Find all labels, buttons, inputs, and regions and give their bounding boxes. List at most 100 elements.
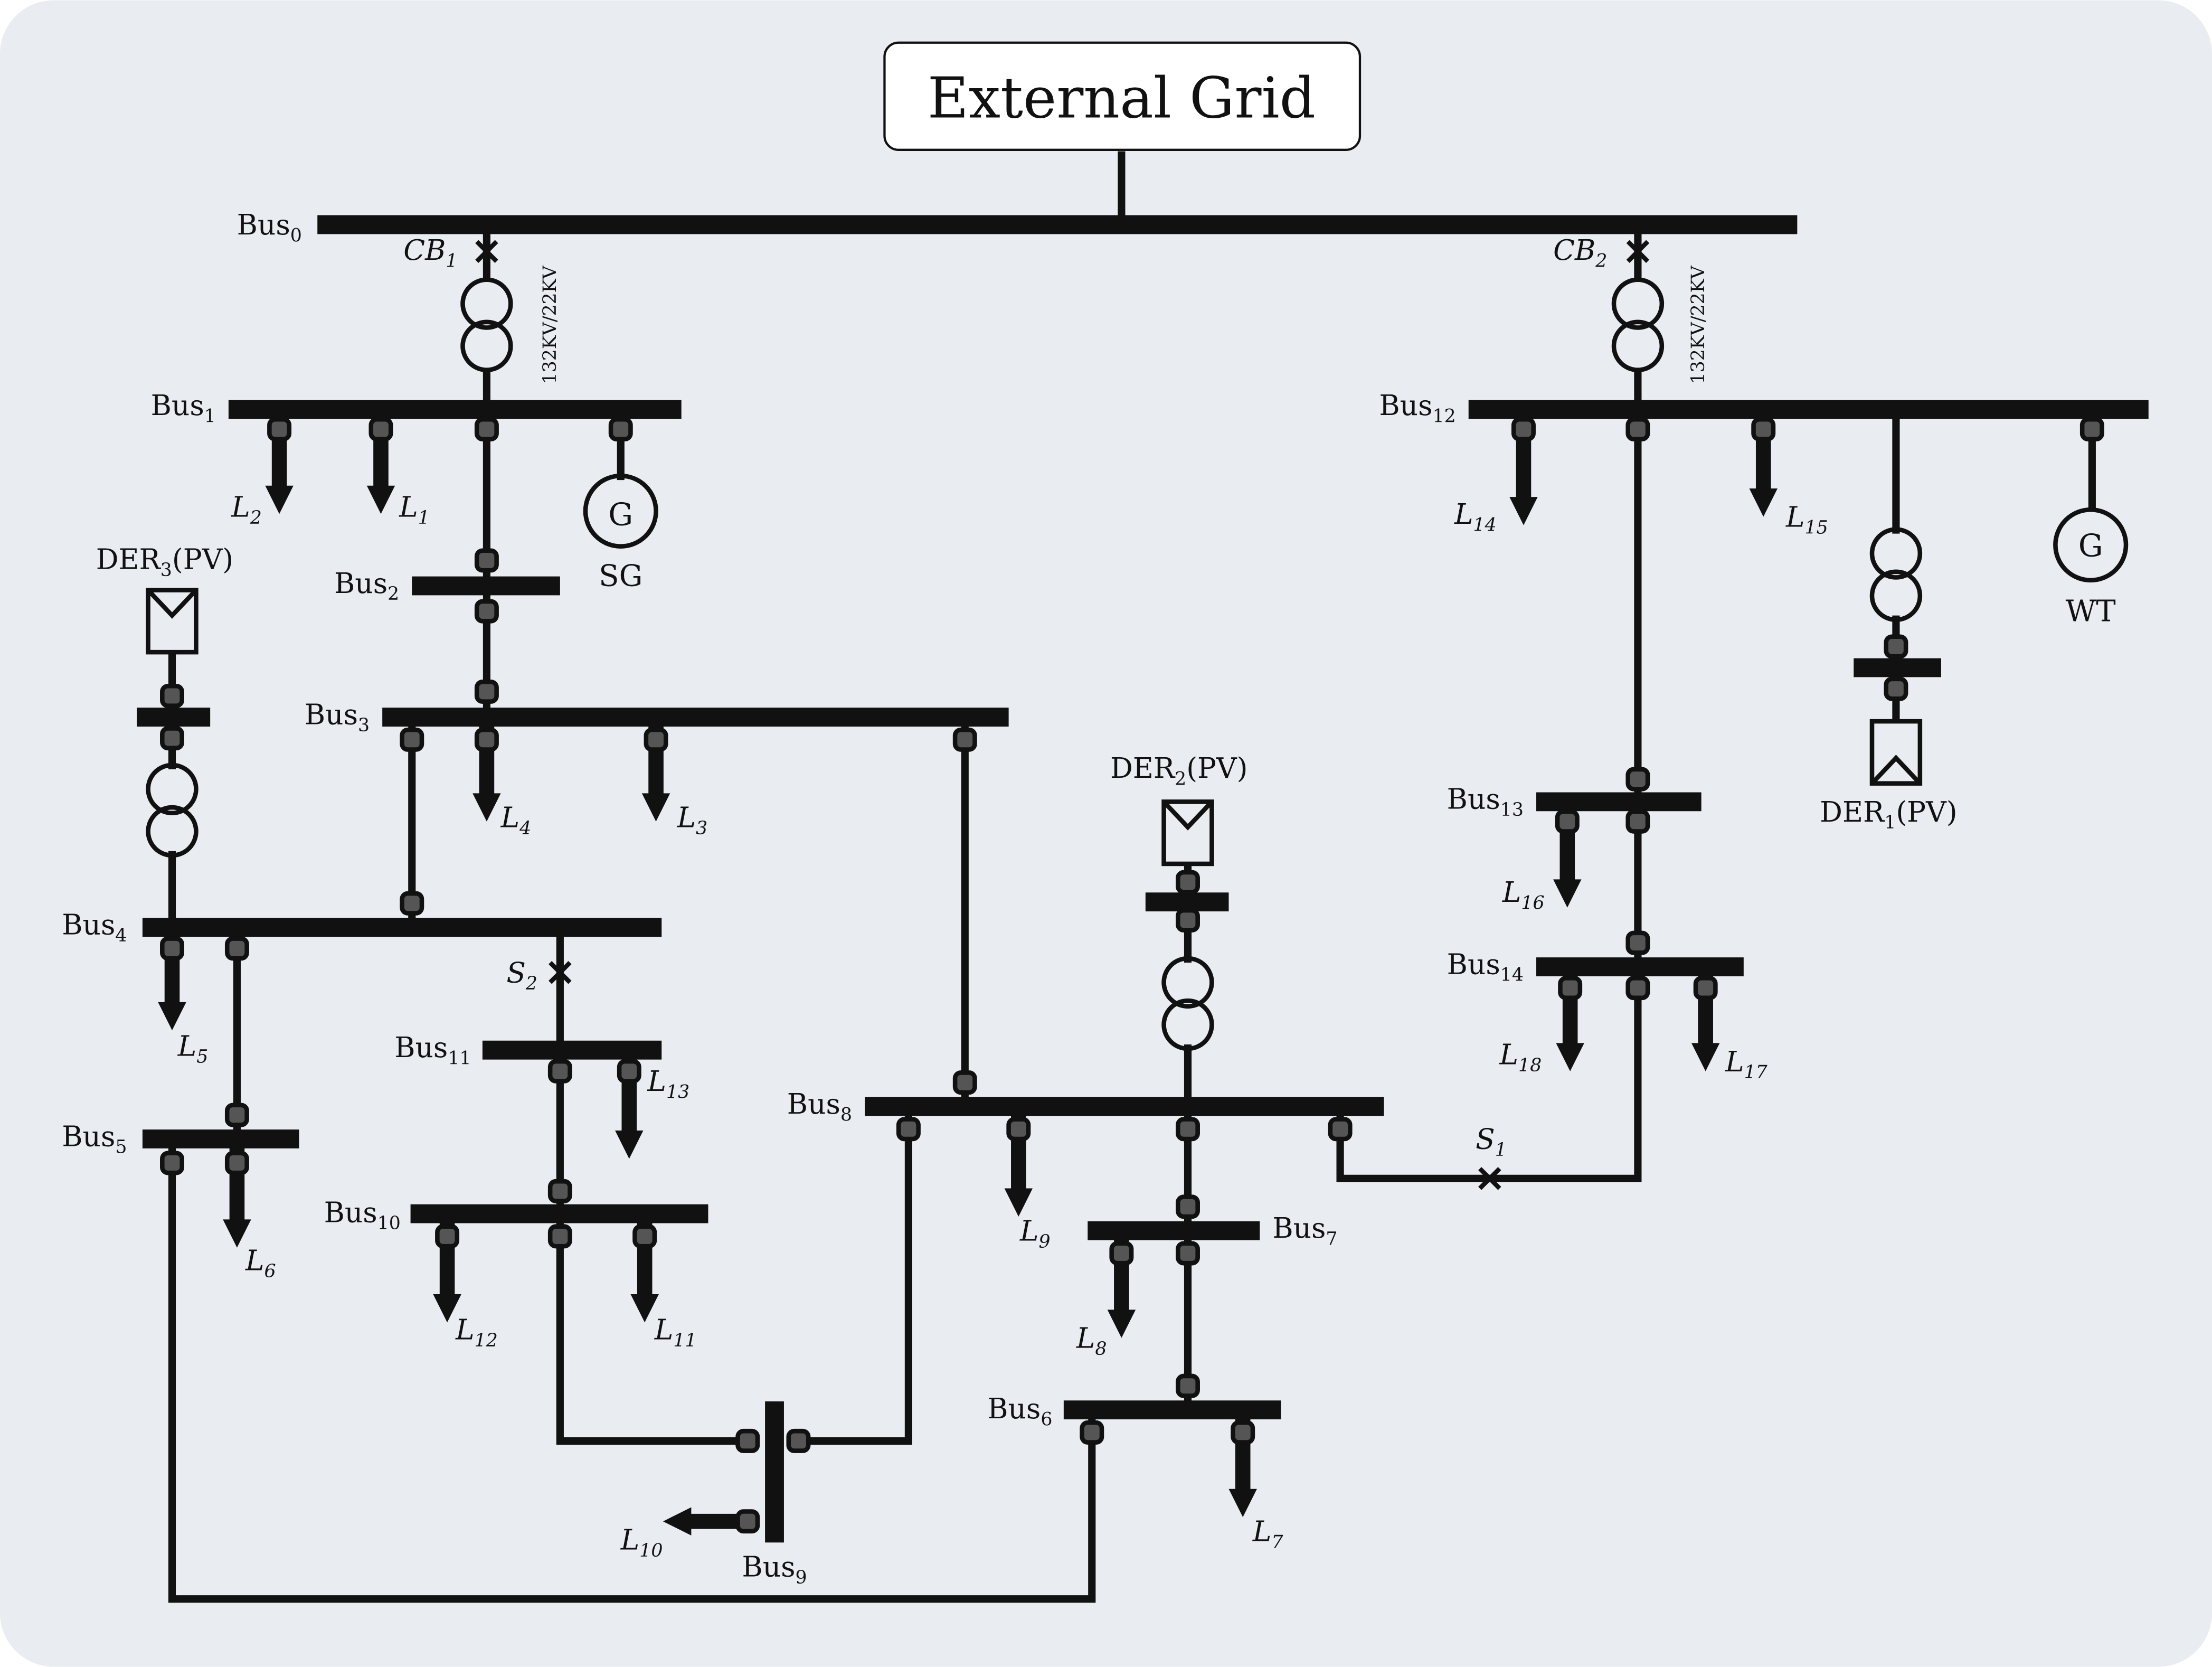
load-4-label: L4 bbox=[500, 800, 532, 839]
connector-terminal bbox=[474, 417, 499, 441]
switch-1-label: S1 bbox=[1476, 1123, 1507, 1161]
load-10-label: L10 bbox=[620, 1523, 663, 1561]
transformer-3-symbol-winding-b bbox=[146, 805, 198, 858]
generator-wt-label: WT bbox=[2066, 594, 2116, 628]
line-bus10-bus9 bbox=[556, 1213, 748, 1445]
bus-3-label: Bus3 bbox=[305, 698, 370, 736]
connector-terminal bbox=[160, 1151, 184, 1175]
connector-terminal bbox=[160, 683, 184, 708]
equipment-symbols bbox=[146, 240, 2129, 1190]
bus-12-label: Bus12 bbox=[1379, 389, 1455, 427]
transformer-1-symbol-winding-b bbox=[460, 319, 513, 372]
connector-terminal bbox=[1328, 1117, 1353, 1142]
transformer-2-rating: 132KV/22KV bbox=[1688, 265, 1709, 384]
load-17-label: L17 bbox=[1725, 1045, 1768, 1083]
load-12-label: L12 bbox=[455, 1313, 498, 1351]
generator-sg-circle bbox=[583, 473, 658, 549]
connector-terminal bbox=[474, 548, 499, 573]
generator-sg-symbol: G bbox=[608, 496, 633, 533]
load-18-label: L18 bbox=[1499, 1038, 1542, 1076]
connector-terminal bbox=[1625, 976, 1650, 1001]
connector-terminal bbox=[474, 727, 499, 752]
load-15-label: L15 bbox=[1785, 500, 1828, 538]
external-grid: External Grid bbox=[883, 41, 1362, 151]
external-grid-label: External Grid bbox=[928, 65, 1316, 131]
load-5-label: L5 bbox=[177, 1029, 209, 1067]
connector-terminal bbox=[1006, 1117, 1031, 1142]
connector-terminal bbox=[896, 1117, 921, 1142]
connector-terminal bbox=[1176, 1117, 1200, 1142]
load-1-label: L1 bbox=[399, 491, 430, 529]
load-7-label: L7 bbox=[1252, 1515, 1284, 1553]
connector-terminal bbox=[952, 727, 977, 752]
bus-0-label: Bus0 bbox=[237, 208, 302, 246]
line-bus9-bus8 bbox=[798, 1106, 912, 1445]
der-2-label: DER2(PV) bbox=[1110, 751, 1247, 789]
connector-terminal bbox=[1176, 908, 1200, 933]
connector-terminal bbox=[617, 1059, 641, 1084]
connector-terminal bbox=[1693, 976, 1718, 1001]
bus-14-label: Bus14 bbox=[1447, 947, 1524, 985]
generator-wt-circle bbox=[2053, 507, 2129, 583]
connector-terminal bbox=[224, 1103, 249, 1127]
der-3-pv-panel-icon bbox=[146, 588, 198, 655]
transformer-1-rating: 132KV/22KV bbox=[540, 265, 561, 384]
bus-1-label: Bus1 bbox=[151, 389, 216, 427]
bus-9-label: Bus9 bbox=[742, 1550, 807, 1588]
connector-terminal bbox=[547, 1059, 572, 1084]
load-13-label: L13 bbox=[647, 1065, 690, 1103]
transformer-5-symbol-winding-b bbox=[1869, 569, 1923, 622]
switch-1-icon bbox=[1478, 1167, 1501, 1190]
connector-terminal bbox=[632, 1224, 657, 1249]
generator-wt-symbol: G bbox=[2078, 527, 2103, 563]
bus-2-label: Bus2 bbox=[334, 567, 399, 605]
bus-6-label: Bus6 bbox=[987, 1392, 1052, 1430]
connector-terminal bbox=[224, 1151, 249, 1175]
connector-terminal bbox=[735, 1428, 760, 1453]
connector-terminal bbox=[267, 417, 292, 441]
connector-terminal bbox=[1176, 1241, 1200, 1266]
connector-terminal bbox=[1080, 1420, 1104, 1445]
connector-terminal bbox=[160, 726, 184, 751]
connector-terminal bbox=[1625, 809, 1650, 834]
bus-5-label: Bus5 bbox=[62, 1119, 127, 1157]
connector-terminal bbox=[400, 891, 424, 916]
transformer-2-symbol-winding-b bbox=[1611, 319, 1665, 372]
bus-10-label: Bus10 bbox=[324, 1196, 401, 1234]
bus-4-label: Bus4 bbox=[62, 908, 127, 946]
connector-terminal bbox=[160, 936, 184, 961]
connector-terminal bbox=[1176, 870, 1200, 894]
der-1-pv-panel-icon bbox=[1869, 719, 1923, 786]
connector-terminal bbox=[1511, 417, 1536, 441]
transformer-5-symbol-winding-a bbox=[1869, 527, 1923, 580]
bus-7-label: Bus7 bbox=[1272, 1211, 1337, 1249]
connector-terminal bbox=[368, 417, 393, 441]
transformer-3-symbol-winding-a bbox=[146, 762, 198, 816]
connector-terminal bbox=[1231, 1420, 1255, 1445]
bus-8-label: Bus8 bbox=[787, 1087, 852, 1125]
connector-terminal bbox=[1555, 809, 1580, 834]
connector-terminal bbox=[1625, 767, 1650, 792]
switch-2-label: S2 bbox=[506, 956, 537, 994]
load-14-label: L14 bbox=[1454, 497, 1497, 535]
connector-terminal bbox=[400, 727, 424, 752]
connectors bbox=[160, 417, 2104, 1534]
load-11-label: L11 bbox=[654, 1313, 697, 1351]
connector-terminal bbox=[786, 1428, 811, 1453]
connector-terminal bbox=[735, 1509, 760, 1534]
connector-terminal bbox=[1558, 976, 1583, 1001]
cb-1-breaker-icon bbox=[475, 240, 498, 263]
connector-terminal bbox=[1625, 417, 1650, 441]
connector-terminal bbox=[547, 1179, 572, 1203]
der-2-pv-panel-icon bbox=[1161, 799, 1214, 867]
transformer-2-symbol-winding-a bbox=[1611, 277, 1665, 330]
connector-terminal bbox=[435, 1224, 460, 1249]
bus-13-label: Bus13 bbox=[1447, 783, 1524, 821]
bus-11-label: Bus11 bbox=[394, 1031, 471, 1069]
connector-terminal bbox=[1884, 634, 1908, 659]
connector-terminal bbox=[1751, 417, 1776, 441]
load-2-label: L2 bbox=[231, 491, 262, 529]
cb-2-breaker-icon bbox=[1626, 240, 1650, 263]
connector-terminal bbox=[1176, 1373, 1200, 1398]
switch-2-icon bbox=[549, 960, 572, 984]
